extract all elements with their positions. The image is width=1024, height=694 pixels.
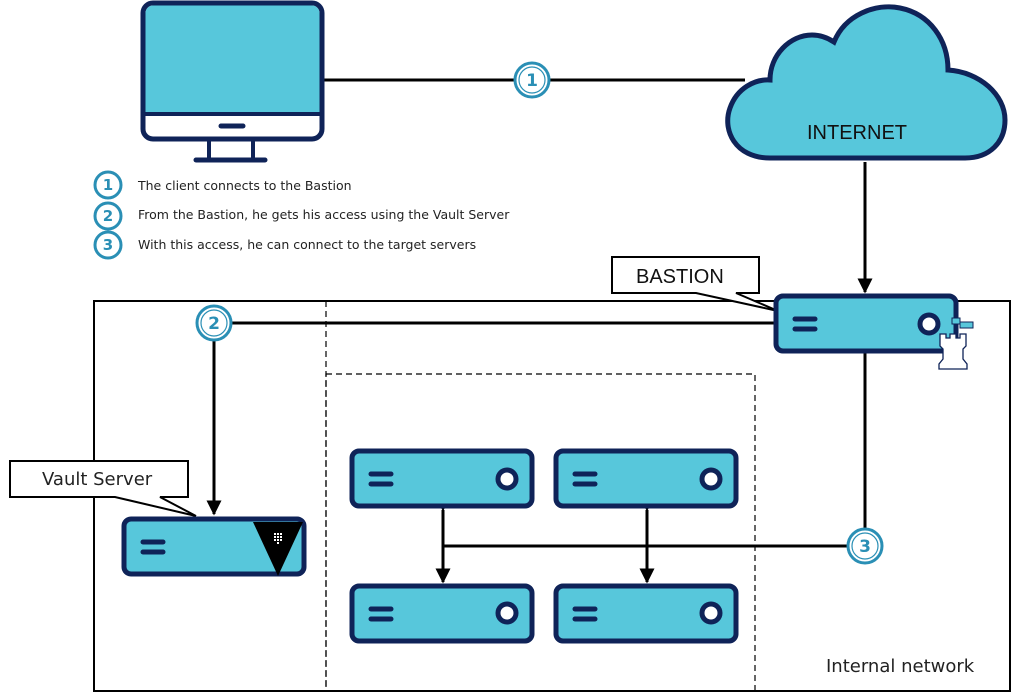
internal-network-zone xyxy=(93,300,1011,692)
vault-logo-icon xyxy=(253,522,303,576)
svg-text:3: 3 xyxy=(859,537,871,557)
legend-item: 1 The client connects to the Bastion xyxy=(93,170,352,200)
chess-rook-icon xyxy=(938,317,974,370)
svg-text:With this access, he can conne: With this access, he can connect to the … xyxy=(138,237,476,252)
target-servers-zone xyxy=(325,373,756,692)
step-2-marker: 2 xyxy=(195,304,233,342)
legend: 1 The client connects to the Bastion 2 F… xyxy=(93,170,510,260)
vault-label: Vault Server xyxy=(42,469,153,490)
svg-text:1: 1 xyxy=(526,71,538,91)
target-server-icon xyxy=(349,448,535,509)
svg-text:The client connects to the Bas: The client connects to the Bastion xyxy=(137,178,352,193)
bastion-server-icon xyxy=(773,293,959,354)
legend-item: 2 From the Bastion, he gets his access u… xyxy=(93,201,510,231)
legend-item: 3 With this access, he can connect to th… xyxy=(93,230,476,260)
target-server-icon xyxy=(349,583,535,644)
bastion-label: BASTION xyxy=(636,266,724,288)
internal-network-label: Internal network xyxy=(826,656,975,677)
vault-callout: Vault Server xyxy=(9,460,197,517)
svg-text:From the Bastion, he gets his: From the Bastion, he gets his access usi… xyxy=(138,207,510,222)
internet-label: INTERNET xyxy=(807,122,907,144)
svg-text:3: 3 xyxy=(103,236,113,254)
step-1-marker: 1 xyxy=(513,61,551,99)
svg-text:2: 2 xyxy=(208,314,220,334)
step-3-marker: 3 xyxy=(846,527,884,565)
svg-text:2: 2 xyxy=(103,207,113,225)
target-server-icon xyxy=(553,583,739,644)
target-server-icon xyxy=(553,448,739,509)
client-monitor-icon xyxy=(140,0,325,163)
internet-cloud-icon: INTERNET xyxy=(725,4,1008,161)
svg-text:1: 1 xyxy=(103,176,113,194)
bastion-callout: BASTION xyxy=(611,256,779,312)
